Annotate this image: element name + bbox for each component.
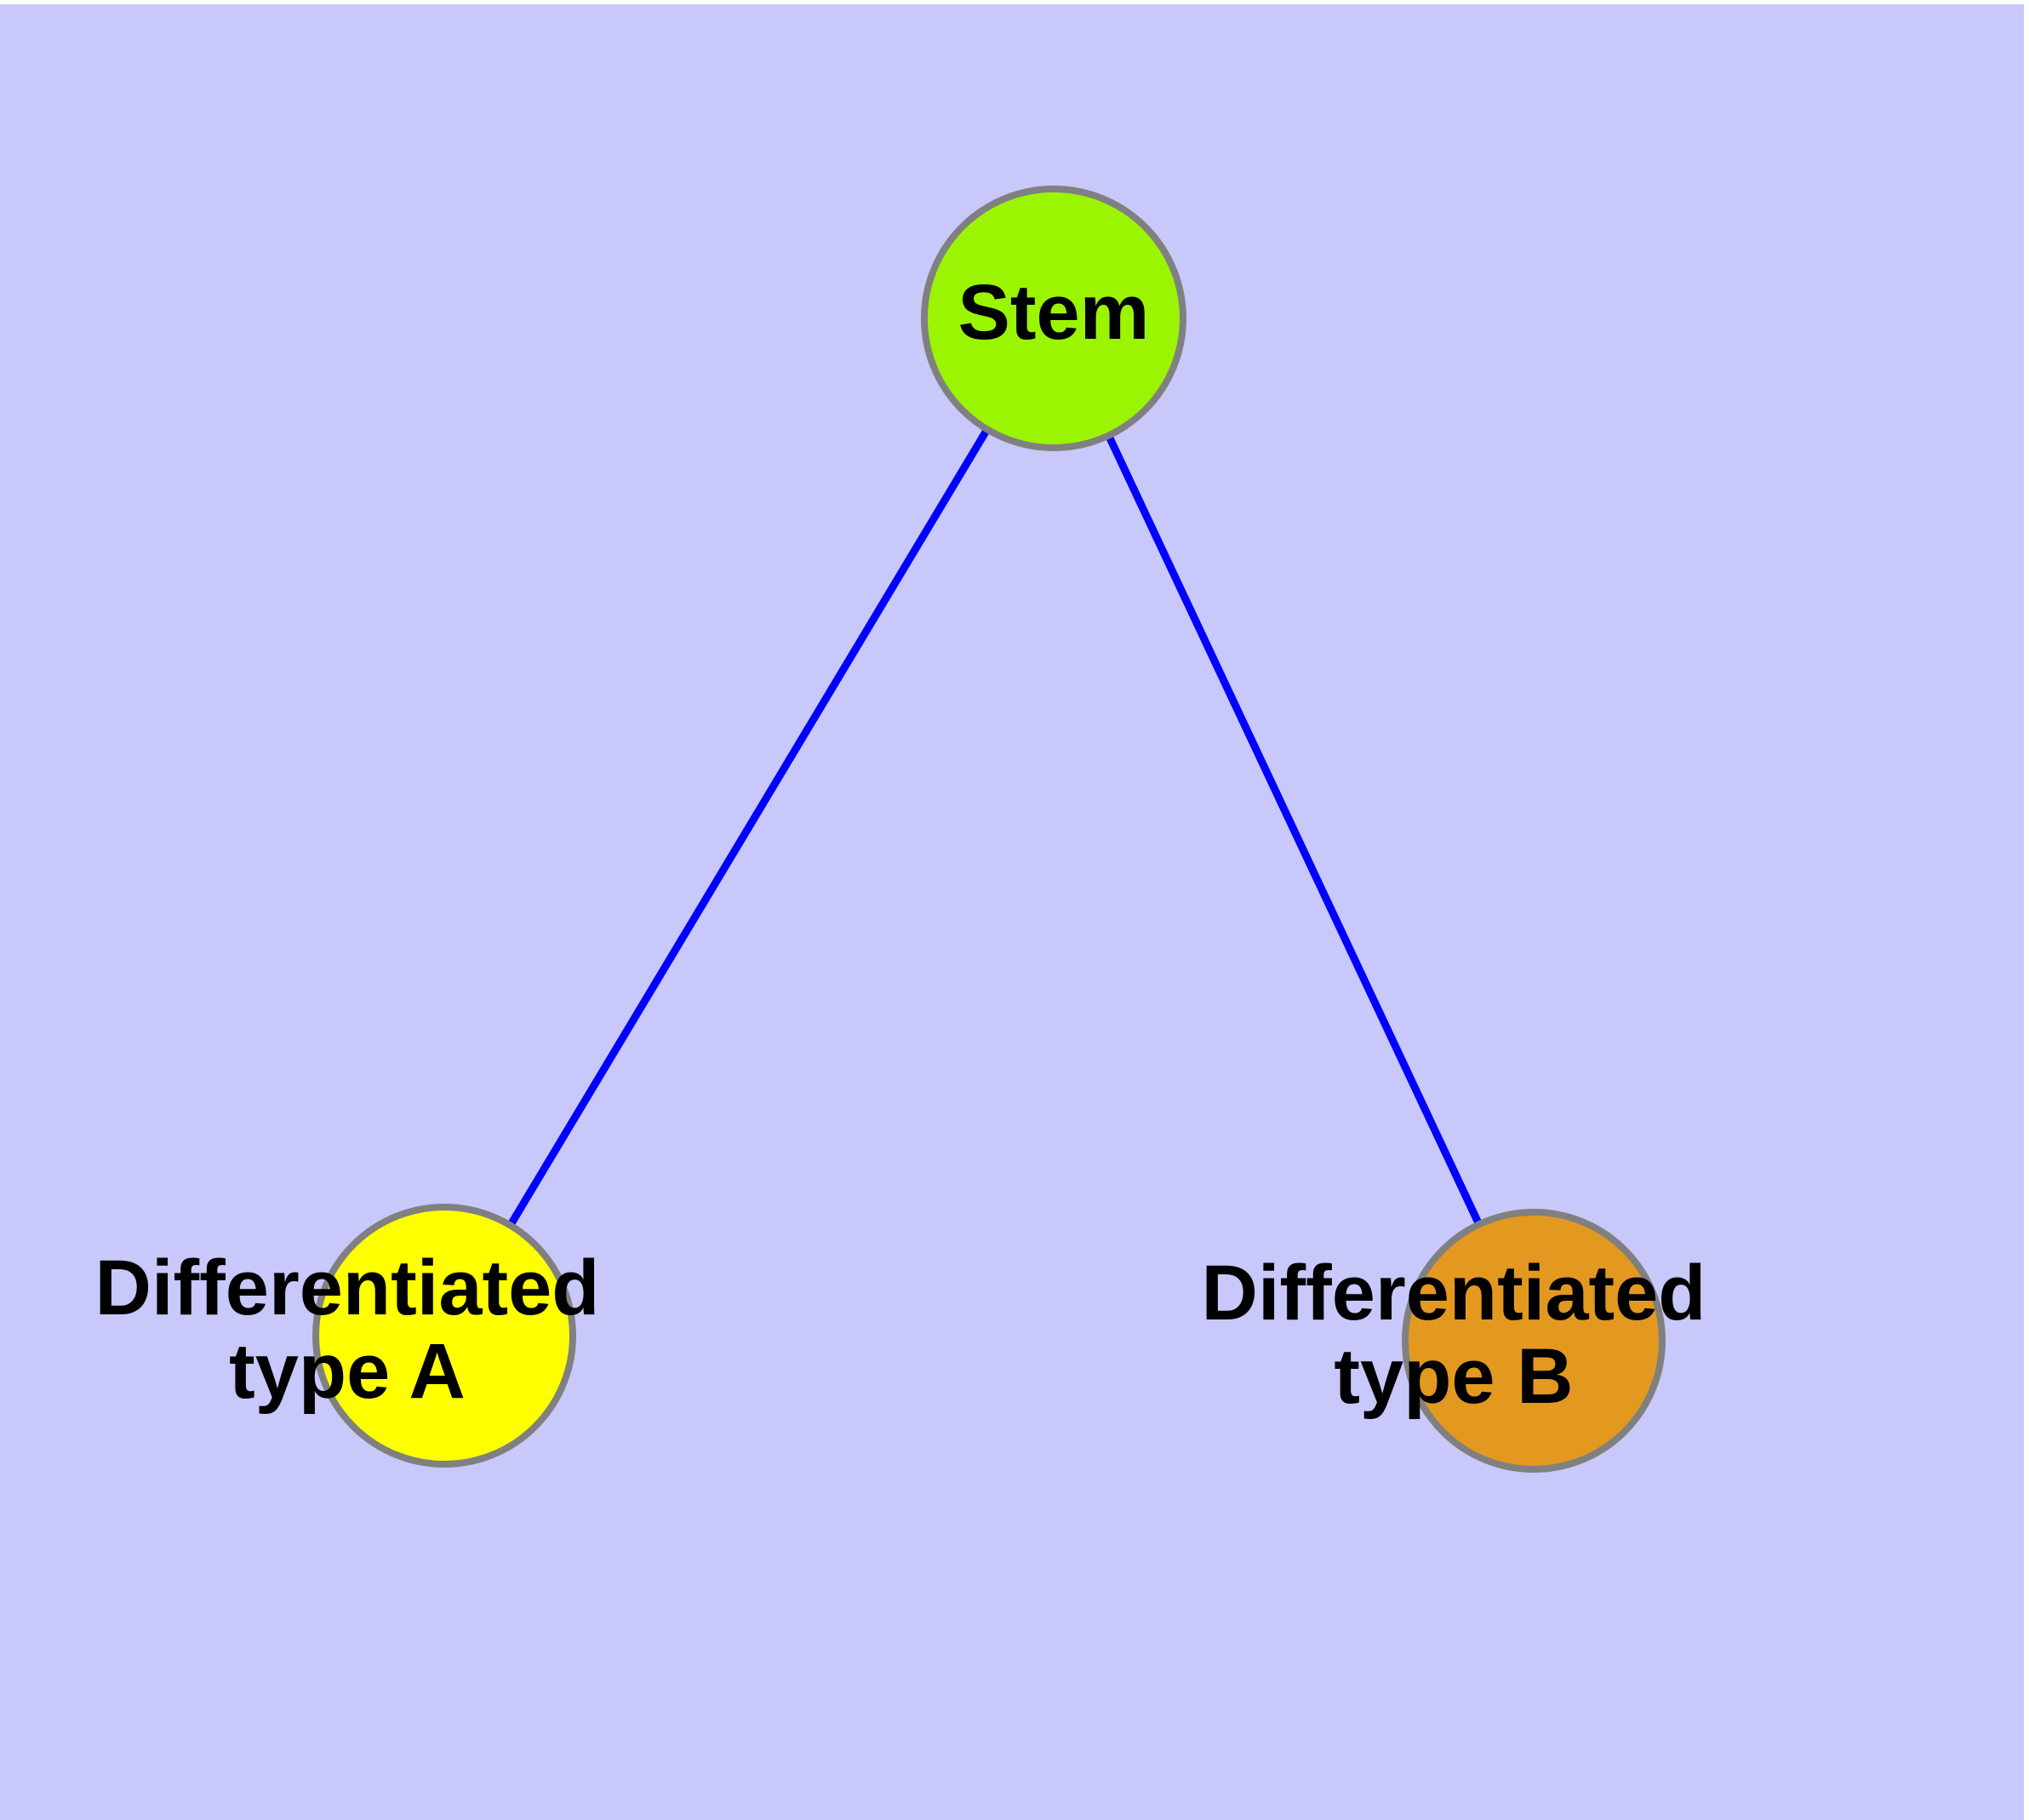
graph-node-label-line: type B	[1334, 1333, 1573, 1420]
graph-node-label-line: Differentiated	[1202, 1251, 1706, 1337]
nodes-layer	[312, 186, 1666, 1473]
graph-node-label-line: type A	[229, 1328, 466, 1415]
graph-node-diff-a[interactable]	[312, 1204, 576, 1468]
graph-node-stem[interactable]	[921, 186, 1186, 451]
graph-edge-stem-to-diff-b[interactable]	[1049, 317, 1538, 1342]
edges-layer	[441, 316, 1538, 1342]
graph-node-diff-b[interactable]	[1402, 1209, 1666, 1473]
graph-edge-stem-to-diff-a[interactable]	[441, 316, 1057, 1338]
graph-node-label-stem: Stem	[958, 269, 1150, 356]
graph-node-label-line: Differentiated	[95, 1245, 600, 1332]
graph-node-label-line: Stem	[958, 269, 1150, 356]
